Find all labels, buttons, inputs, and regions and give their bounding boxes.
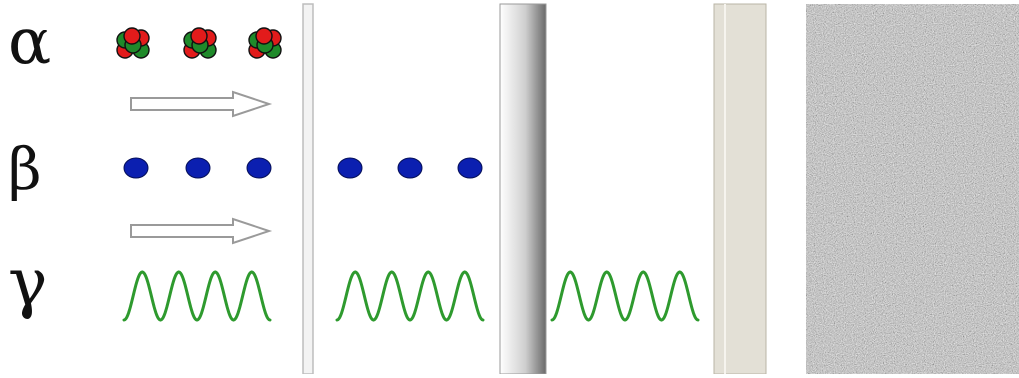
beta-particle-icon <box>337 157 363 179</box>
nucleon <box>123 27 141 45</box>
gamma-label: γ <box>8 244 48 321</box>
alpha-particle-icon <box>116 27 150 59</box>
gamma-ray-icon <box>335 270 485 322</box>
beta-particle-icon <box>123 157 149 179</box>
lead-barrier <box>713 3 767 375</box>
alpha-particle-icon <box>183 27 217 59</box>
gamma-ray-icon <box>550 270 700 322</box>
concrete-texture <box>806 4 1019 374</box>
nucleon <box>255 27 273 45</box>
alpha-label: α <box>8 5 52 79</box>
direction-arrow-icon <box>130 90 273 118</box>
paper-barrier <box>302 3 314 375</box>
beta-particle-icon <box>185 157 211 179</box>
beta-particle-icon <box>246 157 272 179</box>
beta-particle-icon <box>457 157 483 179</box>
alpha-particle-icon <box>248 27 282 59</box>
aluminum-barrier <box>499 3 547 375</box>
direction-arrow-icon <box>130 217 273 245</box>
nucleon <box>190 27 208 45</box>
gamma-ray-icon <box>122 270 272 322</box>
beta-particle-icon <box>397 157 423 179</box>
beta-label: β <box>8 135 42 203</box>
